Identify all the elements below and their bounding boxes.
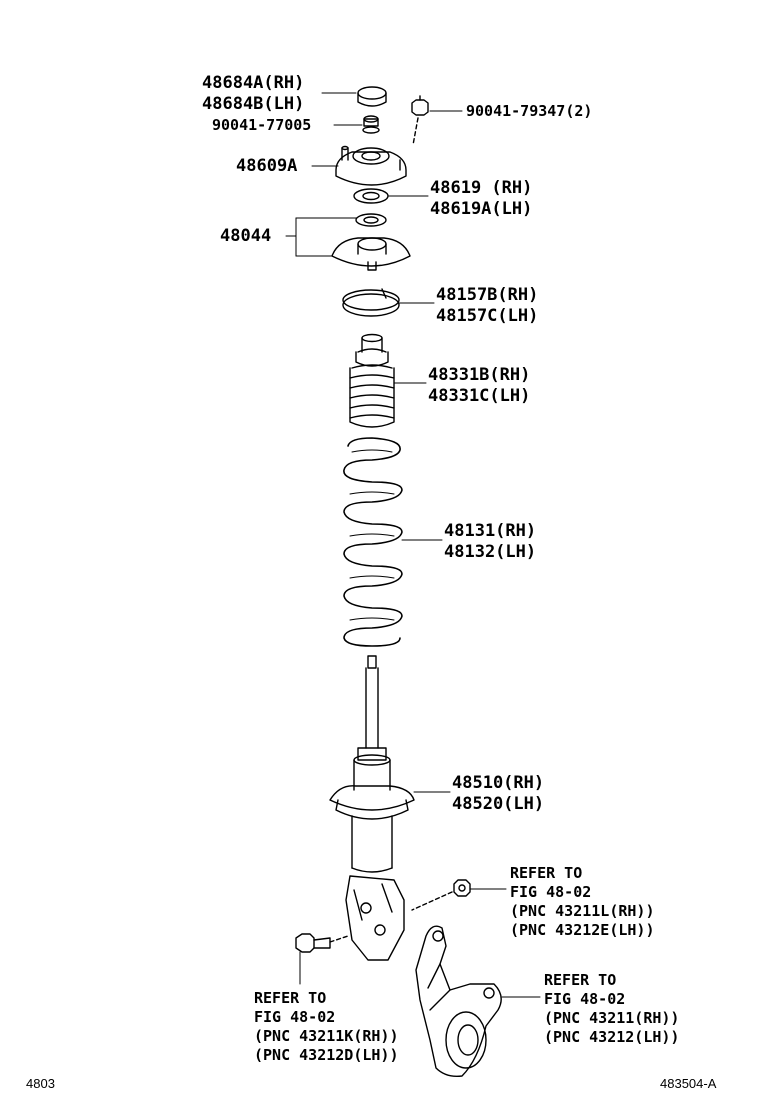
- upper-nut: [363, 116, 379, 133]
- label-48157b: 48157B(RH): [436, 285, 539, 305]
- upper-support: [336, 147, 406, 186]
- figure-number: 4803: [26, 1076, 55, 1091]
- knuckle-nut: [412, 880, 470, 910]
- spring-insulator: [343, 289, 399, 316]
- bump-stopper: [350, 335, 394, 428]
- ref-nut-line2: FIG 48-02: [510, 883, 592, 901]
- mount-nut: [412, 96, 428, 145]
- ref-bolt-line3: (PNC 43211K(RH)): [254, 1027, 399, 1045]
- steering-knuckle: [416, 926, 501, 1076]
- ref-knuckle-line3: (PNC 43211(RH)): [544, 1009, 680, 1027]
- label-48132: 48132(LH): [444, 542, 537, 562]
- label-90041-77005: 90041-77005: [212, 116, 312, 134]
- label-48684b: 48684B(LH): [202, 94, 305, 114]
- ref-knuckle-line4: (PNC 43212(LH)): [544, 1028, 680, 1046]
- dust-cap: [358, 87, 386, 106]
- bearing: [354, 189, 388, 203]
- label-48619a: 48619A(LH): [430, 199, 533, 219]
- label-48520: 48520(LH): [452, 794, 545, 814]
- label-90041-79347: 90041-79347(2): [466, 102, 593, 120]
- ref-nut-line1: REFER TO: [510, 864, 583, 882]
- ref-knuckle-line2: FIG 48-02: [544, 990, 626, 1008]
- ref-nut-line3: (PNC 43211L(RH)): [510, 902, 655, 920]
- ref-bolt-line4: (PNC 43212D(LH)): [254, 1046, 399, 1064]
- spring-seat: [332, 214, 410, 270]
- label-48619: 48619 (RH): [430, 178, 533, 198]
- leader-lines: [286, 93, 540, 997]
- label-48044: 48044: [220, 226, 272, 246]
- label-48510: 48510(RH): [452, 773, 545, 793]
- label-48684a: 48684A(RH): [202, 73, 305, 93]
- shock-absorber: [330, 656, 414, 960]
- drawing-code: 483504-A: [660, 1076, 717, 1091]
- label-48331c: 48331C(LH): [428, 386, 531, 406]
- label-48131: 48131(RH): [444, 521, 537, 541]
- ref-bolt-line2: FIG 48-02: [254, 1008, 336, 1026]
- label-48157c: 48157C(LH): [436, 306, 539, 326]
- ref-knuckle-line1: REFER TO: [544, 971, 617, 989]
- coil-spring: [344, 438, 402, 646]
- ref-bolt-line1: REFER TO: [254, 989, 327, 1007]
- ref-nut-line4: (PNC 43212E(LH)): [510, 921, 655, 939]
- label-48609a: 48609A: [236, 156, 298, 176]
- label-48331b: 48331B(RH): [428, 365, 531, 385]
- strut-bolt: [296, 934, 348, 952]
